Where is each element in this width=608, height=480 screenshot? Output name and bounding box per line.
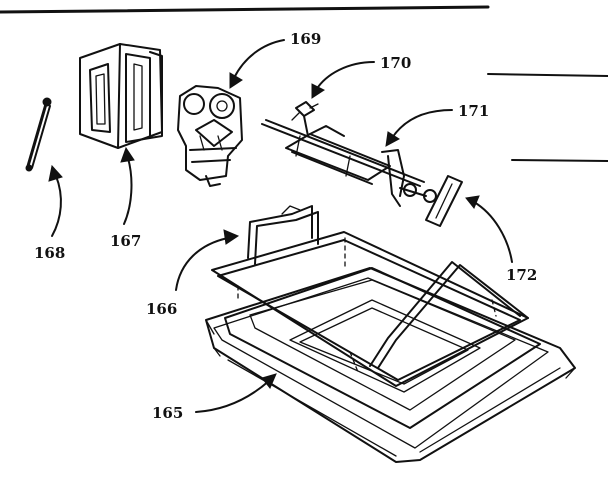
motor-assembly: [177, 85, 243, 187]
callout-165: 165: [152, 404, 183, 422]
spit-rod: [261, 119, 425, 207]
callout-168: 168: [34, 244, 65, 262]
broiler-pan: [205, 267, 576, 463]
callout-171: 171: [458, 102, 489, 120]
scan-border: [0, 5, 608, 162]
housing-block: [79, 43, 163, 149]
spit-handle: [399, 175, 463, 227]
rod-pin: [25, 97, 52, 172]
callout-167: 167: [110, 232, 141, 250]
broiler-grid: [211, 205, 529, 387]
callout-170: 170: [380, 54, 411, 72]
spring-clip: [291, 101, 319, 137]
callout-172: 172: [506, 266, 537, 284]
callout-166: 166: [146, 300, 177, 318]
callout-169: 169: [290, 30, 321, 48]
callout-labels: 165 166 167 168 169 170 171 172: [34, 30, 537, 422]
leader-arrows: [48, 39, 513, 413]
